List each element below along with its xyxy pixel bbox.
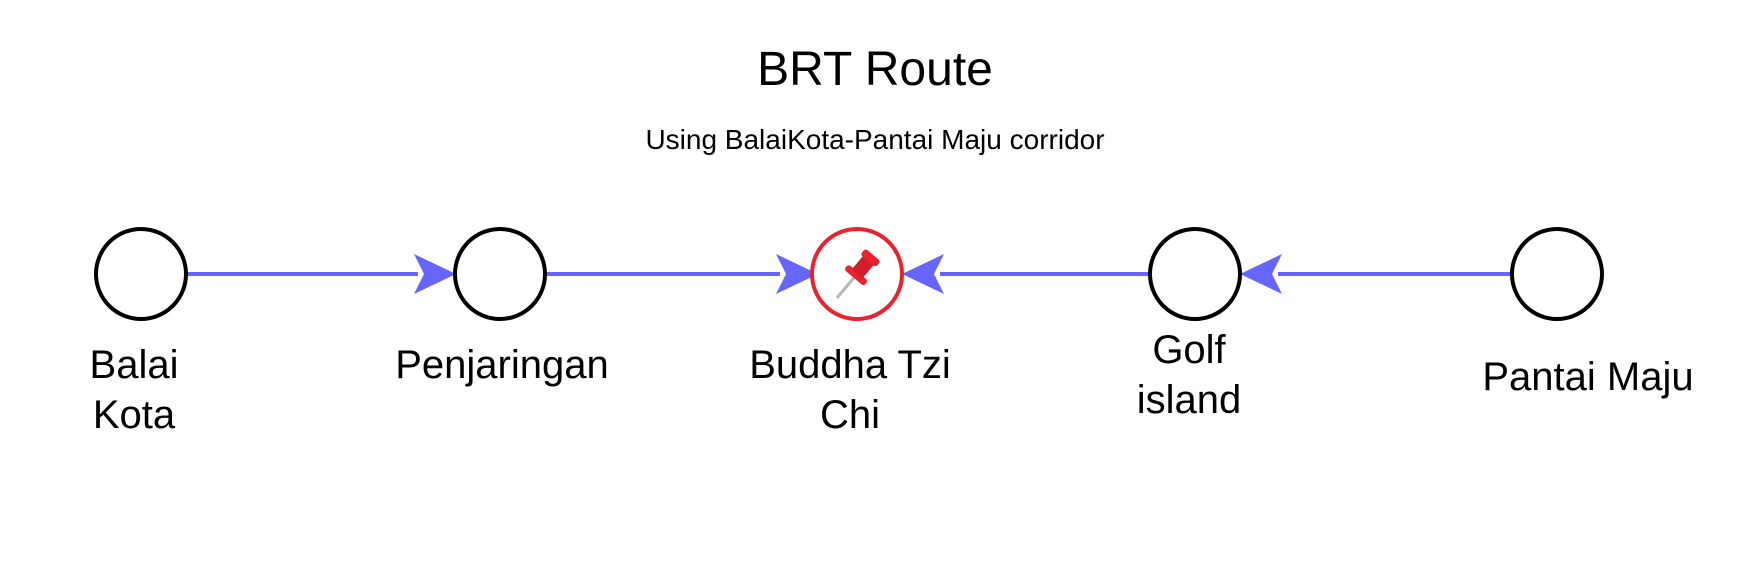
arrowhead-icon xyxy=(902,254,944,294)
station-label-balai-kota: Balai Kota xyxy=(89,343,179,437)
arrowhead-icon xyxy=(414,254,456,294)
station-node-pantai-maju[interactable] xyxy=(1510,227,1604,321)
station-label-penjaringan: Penjaringan xyxy=(395,343,609,387)
station-label-golf-island: Golf island xyxy=(1136,328,1242,422)
station-node-penjaringan[interactable] xyxy=(453,227,547,321)
station-node-golf-island[interactable] xyxy=(1148,227,1242,321)
connectors xyxy=(186,254,1512,294)
station-node-balai-kota[interactable] xyxy=(94,227,188,321)
station-label-pantai-maju: Pantai Maju xyxy=(1482,355,1694,399)
station-label-buddha-tzi-chi: Buddha Tzi Chi xyxy=(749,343,951,437)
diagram-subtitle: Using BalaiKota-Pantai Maju corridor xyxy=(645,124,1105,155)
diagram-title: BRT Route xyxy=(757,43,993,96)
arrowhead-icon xyxy=(776,254,818,294)
arrowhead-icon xyxy=(1240,254,1282,294)
pushpin-icon xyxy=(836,249,880,299)
